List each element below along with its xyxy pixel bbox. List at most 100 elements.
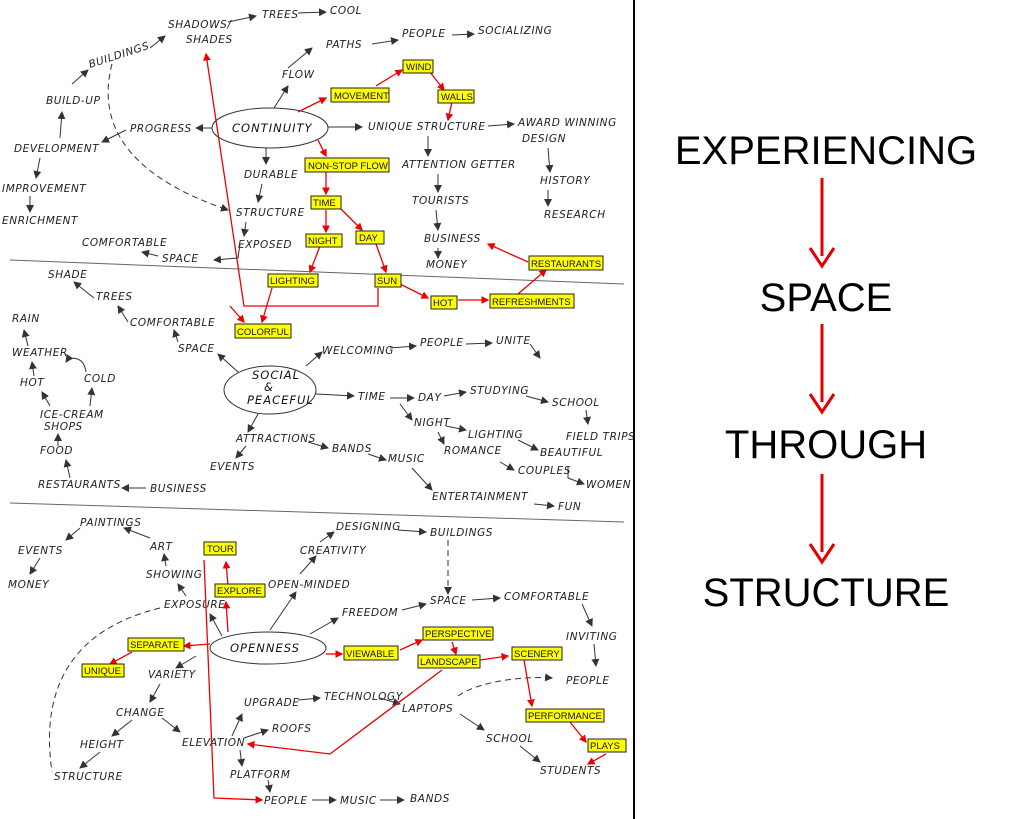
label-buildings: BUILDINGS	[430, 527, 493, 539]
label-shade: SHADE	[48, 269, 87, 281]
label-attention: ATTENTION GETTER	[401, 159, 516, 171]
label-space: SPACE	[178, 343, 215, 355]
box-wind: WIND	[402, 59, 434, 74]
svg-text:SEPARATE: SEPARATE	[130, 640, 179, 651]
hub-continuity: CONTINUITY	[232, 121, 313, 135]
label-shops: SHOPS	[44, 421, 83, 433]
label-music: MUSIC	[340, 795, 377, 807]
label-people2: PEOPLE	[264, 795, 308, 807]
label-variety: VARIETY	[148, 669, 197, 681]
label-research: RESEARCH	[544, 209, 606, 221]
box-refreshments: REFRESHMENTS	[489, 293, 575, 309]
label-day: DAY	[418, 392, 442, 404]
label-roofs: ROOFS	[272, 723, 312, 735]
label-history: HISTORY	[540, 175, 591, 187]
label-entertainment: ENTERTAINMENT	[432, 491, 529, 503]
hub-social-line1: SOCIAL	[252, 368, 300, 382]
label-beautiful: BEAUTIFUL	[540, 447, 603, 459]
label-hot: HOT	[20, 377, 45, 389]
svg-text:RESTAURANTS: RESTAURANTS	[531, 259, 601, 270]
label-unique-structure: UNIQUE STRUCTURE	[368, 121, 486, 133]
label-time: TIME	[358, 391, 386, 403]
svg-text:WIND: WIND	[406, 62, 431, 73]
label-tourists: TOURISTS	[412, 195, 469, 207]
label-fieldtrips: FIELD TRIPS	[566, 431, 635, 443]
label-paths: PATHS	[326, 39, 362, 51]
box-colorful: COLORFUL	[234, 323, 292, 339]
label-flow: FLOW	[282, 69, 315, 81]
svg-text:TOUR: TOUR	[207, 544, 234, 555]
label-music: MUSIC	[388, 453, 425, 465]
title-flow: EXPERIENCING SPACE THROUGH STRUCTURE	[675, 129, 977, 615]
section-continuity: CONTINUITY SHADOWS/ SHADES TREES COOL BU…	[2, 5, 617, 339]
label-cold: COLD	[84, 373, 116, 385]
label-people: PEOPLE	[566, 675, 610, 687]
label-comfortable: COMFORTABLE	[130, 317, 215, 329]
label-school: SCHOOL	[552, 397, 600, 409]
label-award: AWARD WINNING	[517, 117, 617, 129]
label-exposure: EXPOSURE	[164, 599, 226, 611]
label-money: MONEY	[426, 259, 468, 271]
label-bands: BANDS	[332, 443, 372, 455]
box-perspective: PERSPECTIVE	[422, 626, 494, 641]
box-scenery: SCENERY	[511, 646, 563, 661]
box-landscape: LANDSCAPE	[417, 654, 481, 669]
title-through: THROUGH	[725, 423, 927, 467]
section-openness: OPENNESS PAINTINGS EVENTS MONEY ART SHOW…	[8, 517, 627, 807]
label-events: EVENTS	[210, 461, 255, 473]
svg-text:COLORFUL: COLORFUL	[237, 327, 289, 338]
label-welcoming: WELCOMING	[322, 345, 394, 357]
label-fun: FUN	[558, 501, 581, 513]
label-cool: COOL	[330, 5, 362, 17]
svg-text:VIEWABLE: VIEWABLE	[346, 649, 394, 660]
hub-openness: OPENNESS	[230, 641, 300, 655]
label-events: EVENTS	[18, 545, 63, 557]
down-arrow-3	[808, 474, 836, 565]
label-durable: DURABLE	[244, 169, 298, 181]
section-social-peaceful: SOCIAL & PEACEFUL SHADE TREES COMFORTABL…	[12, 269, 635, 513]
box-unique: UNIQUE	[81, 663, 125, 678]
label-art: ART	[149, 541, 174, 553]
hub-ellipse-openness	[209, 631, 327, 665]
hub-ellipse-social	[223, 365, 317, 415]
svg-text:PLAYS: PLAYS	[590, 741, 620, 752]
label-development: DEVELOPMENT	[14, 143, 100, 155]
box-nonstop: NON-STOP FLOW	[304, 157, 390, 173]
svg-text:HOT: HOT	[433, 298, 453, 309]
title-structure: STRUCTURE	[703, 571, 950, 615]
label-attractions: ATTRACTIONS	[235, 433, 316, 445]
label-improvement: IMPROVEMENT	[2, 183, 87, 195]
svg-text:SCENERY: SCENERY	[514, 649, 560, 660]
label-platform: PLATFORM	[230, 769, 290, 781]
section-divider-1	[9, 259, 625, 285]
label-inviting: INVITING	[566, 631, 618, 643]
hub-social-line2: &	[264, 380, 274, 394]
box-lighting: LIGHTING	[267, 273, 319, 288]
svg-text:MOVEMENT: MOVEMENT	[334, 91, 389, 102]
label-change: CHANGE	[116, 707, 165, 719]
label-enrichment: ENRICHMENT	[2, 215, 79, 227]
label-trees: TREES	[96, 291, 133, 303]
label-restaurants: RESTAURANTS	[38, 479, 121, 491]
box-sun: SUN	[374, 273, 402, 288]
label-rain: RAIN	[12, 313, 40, 325]
label-laptops: LAPTOPS	[402, 703, 453, 715]
label-shadows: SHADOWS/	[168, 19, 232, 31]
label-height: HEIGHT	[80, 739, 125, 751]
label-space: SPACE	[430, 595, 467, 607]
box-separate: SEPARATE	[127, 637, 185, 652]
down-arrow-1	[808, 178, 836, 269]
label-showing: SHOWING	[146, 569, 203, 581]
box-explore: EXPLORE	[214, 583, 266, 598]
box-tour: TOUR	[203, 541, 237, 556]
title-experiencing: EXPERIENCING	[675, 129, 977, 173]
box-viewable: VIEWABLE	[343, 645, 399, 661]
label-design: DESIGN	[522, 133, 566, 145]
label-buildup: BUILD-UP	[46, 95, 101, 107]
label-business: BUSINESS	[424, 233, 481, 245]
label-women: WOMEN	[586, 479, 631, 491]
label-money: MONEY	[8, 579, 50, 591]
label-romance: ROMANCE	[444, 445, 502, 457]
label-upgrade: UPGRADE	[244, 697, 300, 709]
